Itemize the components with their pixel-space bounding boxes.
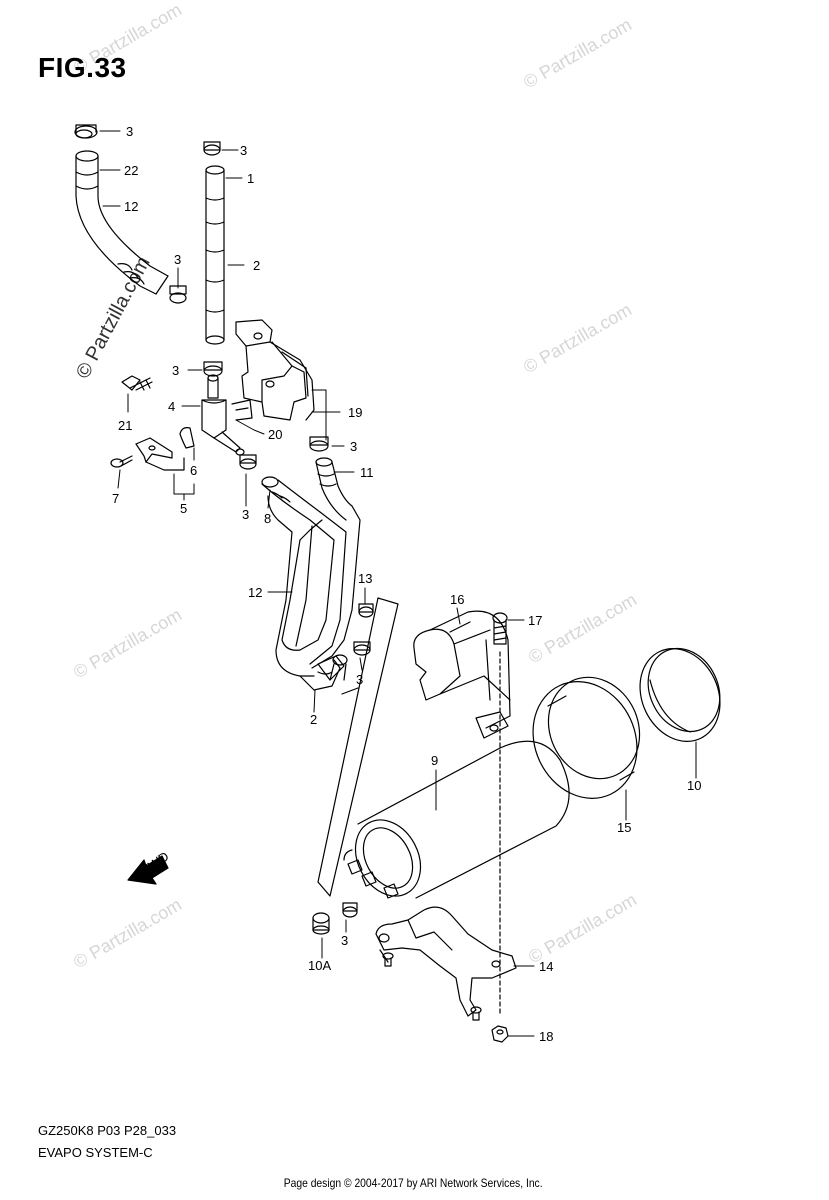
callout-label: 3 [356, 672, 363, 687]
callout-label: 3 [172, 363, 179, 378]
bracket-5 [135, 437, 185, 471]
figure-title: FIG.33 [38, 52, 127, 83]
holder-16 [413, 610, 511, 739]
bolt [470, 1006, 482, 1021]
callout-label: 12 [124, 199, 138, 214]
bolt-21 [121, 375, 153, 391]
clip-20 [231, 399, 253, 421]
callout-label: 13 [358, 571, 372, 586]
caption-system-name: EVAPO SYSTEM-C [38, 1145, 153, 1160]
cover-15 [532, 676, 641, 799]
reference-line [317, 597, 399, 897]
callout-label: 7 [112, 491, 119, 506]
callout-label: 9 [431, 753, 438, 768]
page-footer: Page design © 2004-2017 by ARI Network S… [283, 1176, 543, 1190]
hose-2-fitting [317, 655, 345, 681]
callout-label: 2 [253, 258, 260, 273]
callout-label: 10 [687, 778, 701, 793]
callout-markers [341, 687, 359, 695]
callout-label: 3 [240, 143, 247, 158]
callout-label: 8 [264, 511, 271, 526]
hose-clamp [342, 902, 358, 918]
callout-label: 1 [247, 171, 254, 186]
bolt-17 [492, 612, 508, 645]
nut-18 [491, 1025, 509, 1043]
callout-label: 10A [308, 958, 331, 973]
callout-label: 21 [118, 418, 132, 433]
hose-clamp [75, 129, 93, 139]
leader-lines [99, 130, 697, 1037]
callout-label: 22 [124, 163, 138, 178]
hose-clamp [353, 641, 371, 656]
canister-9 [343, 740, 570, 899]
callout-label: 20 [268, 427, 282, 442]
callout-label: 18 [539, 1029, 553, 1044]
hose-clamp [358, 603, 374, 618]
callout-label: 17 [528, 613, 542, 628]
callout-label: 3 [174, 252, 181, 267]
hose-1 [203, 141, 225, 345]
hose-clamp [169, 285, 187, 304]
bolt [382, 952, 394, 967]
forward-arrow-icon [127, 855, 169, 885]
callout-label: 6 [190, 463, 197, 478]
hose-12-lower [261, 476, 361, 691]
figure-caption: GZ250K8 P03 P28_033 EVAPO SYSTEM-C [38, 1120, 176, 1164]
callout-label: 15 [617, 820, 631, 835]
callout-label: 3 [350, 439, 357, 454]
callout-label: 19 [348, 405, 362, 420]
callout-label: 3 [242, 507, 249, 522]
callout-label: 5 [180, 501, 187, 516]
callout-label: 4 [168, 399, 175, 414]
plug-10a [312, 912, 330, 935]
callout-label: 11 [360, 465, 374, 480]
cap-10 [639, 647, 721, 742]
callout-label: 14 [539, 959, 553, 974]
callout-label: 3 [341, 933, 348, 948]
connector-4 [201, 361, 245, 456]
hose-clamp [309, 436, 329, 452]
screw-7 [110, 455, 133, 468]
hose-12-upper [74, 124, 169, 295]
callout-label: 16 [450, 592, 464, 607]
caption-model-code: GZ250K8 P03 P28_033 [38, 1123, 177, 1138]
callout-labels: 3 22 12 3 1 2 3 3 4 21 19 20 3 11 6 7 5 … [112, 124, 701, 1044]
callout-label: 3 [126, 124, 133, 139]
clip-6 [179, 427, 195, 449]
callout-label: 12 [248, 585, 262, 600]
hose-connector [329, 654, 348, 681]
callout-label: 2 [310, 712, 317, 727]
bracket-14 [375, 906, 517, 1017]
bracket-19 [235, 319, 315, 421]
hose-clamp [239, 454, 257, 470]
hose-11 [315, 457, 353, 521]
